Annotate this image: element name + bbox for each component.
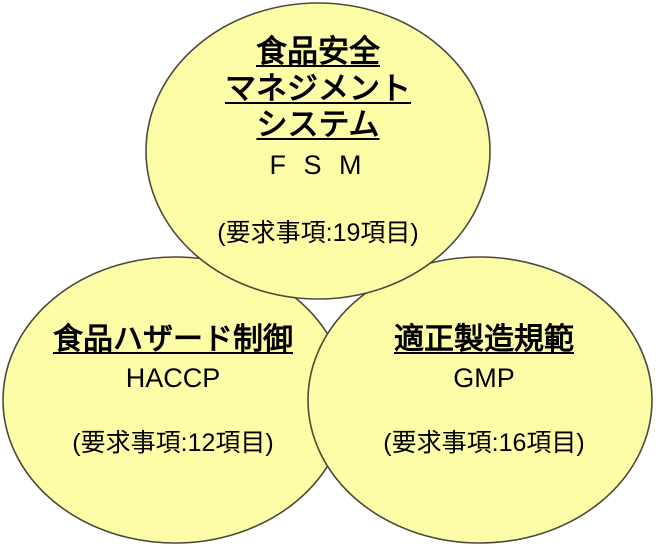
- fsm-title-line-1: 食品安全: [256, 34, 380, 69]
- fsm-title-line-3: システム: [256, 107, 380, 143]
- fsm-title-line-2: マネジメント: [225, 70, 411, 106]
- fsm-acronym: F S M: [269, 149, 367, 180]
- haccp-circle-labels: 食品ハザード制御 HACCP (要求事項:12項目): [3, 322, 343, 459]
- circle-fsm[interactable]: [145, 2, 491, 300]
- gmp-requirements: (要求事項:16項目): [383, 429, 585, 458]
- haccp-acronym: HACCP: [125, 363, 221, 394]
- gmp-title: 適正製造規範: [394, 323, 574, 356]
- gmp-acronym: GMP: [453, 363, 515, 394]
- haccp-requirements: (要求事項:12項目): [72, 429, 274, 458]
- gmp-circle-labels: 適正製造規範 GMP (要求事項:16項目): [315, 322, 653, 459]
- circle-gmp[interactable]: [307, 256, 653, 544]
- fsm-circle-labels: 食品安全 マネジメント システム F S M (要求事項:19項目): [146, 34, 490, 249]
- haccp-title: 食品ハザード制御: [53, 323, 293, 356]
- fsm-requirements: (要求事項:19項目): [217, 218, 419, 247]
